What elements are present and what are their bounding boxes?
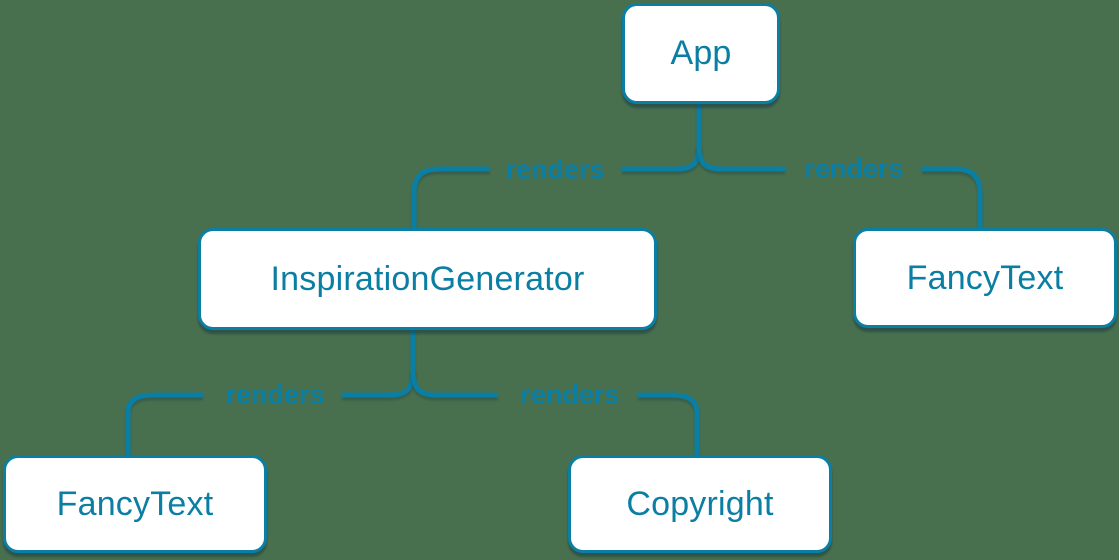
edge-app-to-inspiration-generator-line-right-part [622,145,702,172]
edge-app-to-fancy-text-line-right-part [922,166,983,228]
edge-inspiration-generator-to-copyright-line-left-part [410,370,498,398]
node-fancy-text-bottom-label: FancyText [56,484,214,523]
edge-label-inspiration-generator-to-copyright: renders [520,379,620,410]
node-fancy-text-bottom: FancyText [3,455,267,553]
node-fancy-text-top-label: FancyText [906,258,1064,297]
edge-label-inspiration-generator-to-fancy-text: renders [225,379,325,410]
node-copyright: Copyright [568,455,832,553]
edge-inspiration-generator-to-fancy-text-line-right-part [342,370,416,398]
edge-app-to-fancy-text-line-left-part [696,145,785,172]
edge-label-app-to-inspiration-generator: renders [505,154,605,185]
edge-inspiration-generator-to-copyright-line-right-part [638,392,700,455]
node-fancy-text-top: FancyText [853,228,1117,328]
edge-label-app-to-fancy-text: renders [804,153,904,184]
edge-app-to-inspiration-generator-line-left-part [411,166,490,228]
node-app: App [622,3,780,104]
node-copyright-label: Copyright [626,484,774,523]
node-inspiration-generator-label: InspirationGenerator [270,259,585,298]
node-app-label: App [670,34,732,72]
edge-inspiration-generator-to-fancy-text-line-left-part [125,392,203,455]
node-inspiration-generator: InspirationGenerator [198,228,657,330]
